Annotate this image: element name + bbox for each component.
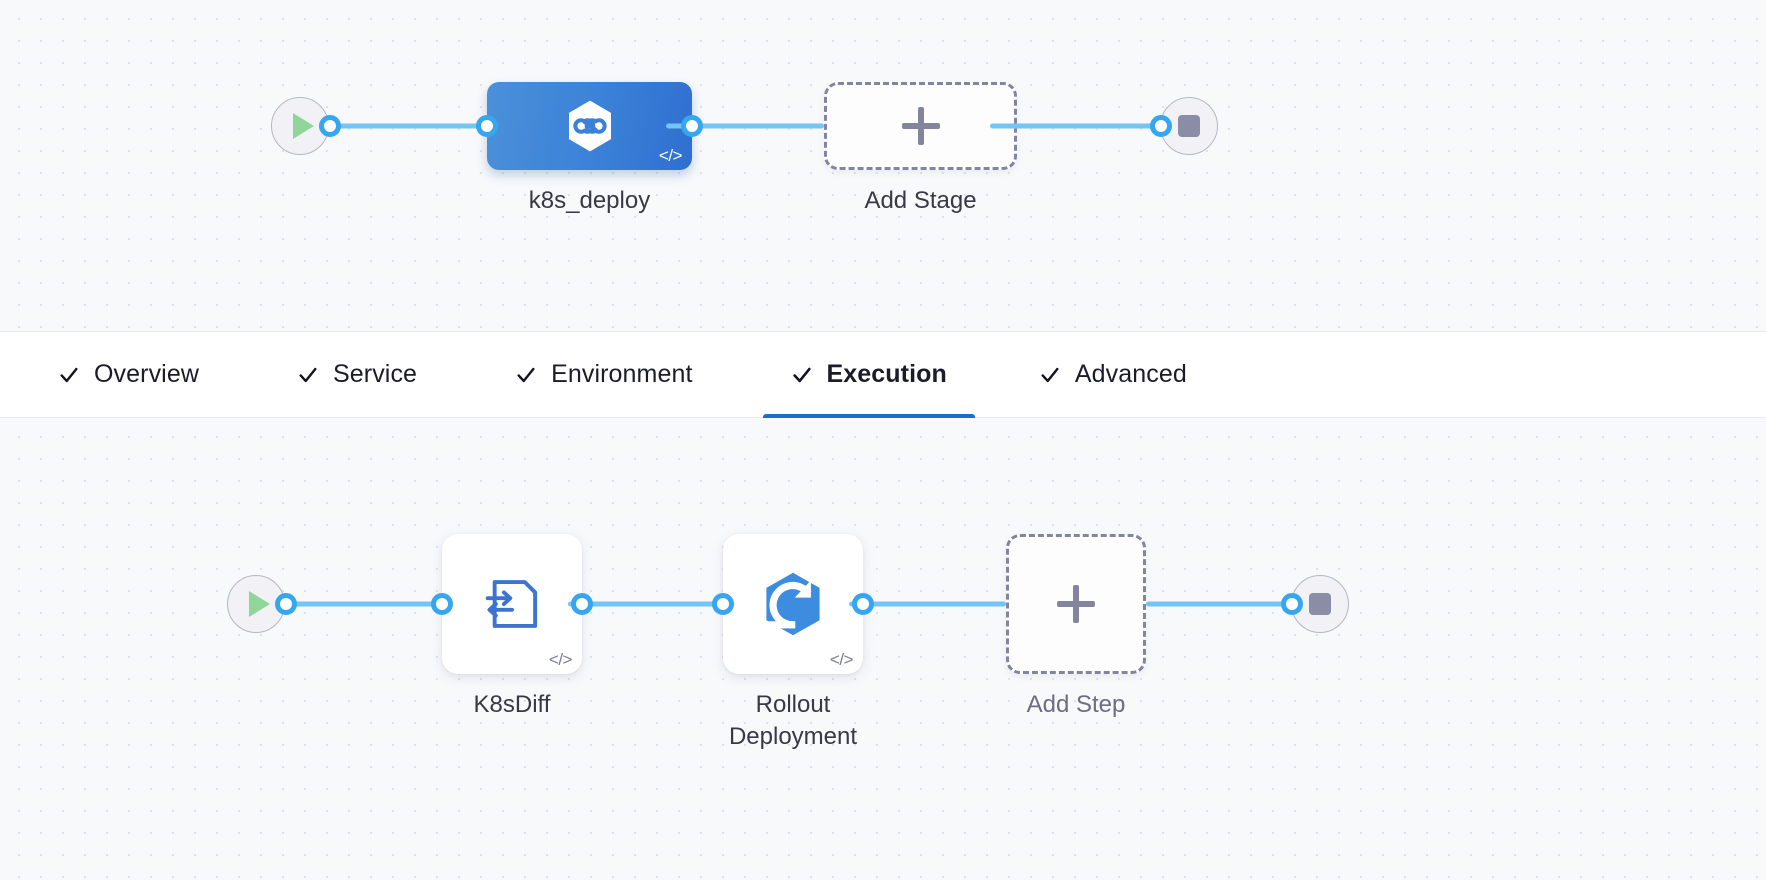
code-badge-icon: </> [829, 650, 854, 669]
stop-icon [1309, 593, 1331, 615]
connector-add-stage-to-end [990, 123, 1160, 129]
check-icon [1039, 364, 1061, 386]
connector-dot-end-in[interactable] [1150, 115, 1172, 137]
tab-overview[interactable]: Overview [30, 331, 227, 418]
connector-dot-k8sdiff-out[interactable] [571, 593, 593, 615]
start-terminal-circle[interactable] [271, 97, 341, 155]
stage-node-k8s-deploy[interactable]: </> k8s_deploy [476, 82, 703, 217]
check-icon [58, 364, 80, 386]
add-step-label: Add Step [1026, 691, 1126, 718]
plus-icon [901, 107, 940, 145]
start-terminal-circle[interactable] [227, 575, 297, 633]
step-label-k8sdiff: K8sDiff [473, 691, 551, 718]
stop-icon [1178, 115, 1200, 137]
stage-config-tabs[interactable]: Overview Service Environment Execution A [0, 331, 1766, 419]
play-icon [292, 113, 314, 139]
tab-label: Overview [94, 360, 199, 388]
check-icon [791, 364, 813, 386]
stage-end-node[interactable] [1150, 97, 1218, 155]
check-icon [297, 364, 319, 386]
rollout-deployment-hexagon-icon [766, 572, 820, 636]
connector-dot-k8s-deploy-in[interactable] [476, 115, 498, 137]
harness-cd-hexagon-icon [568, 100, 611, 152]
connector-dot-start-out[interactable] [275, 593, 297, 615]
tab-label: Execution [826, 360, 947, 388]
tab-environment[interactable]: Environment [487, 331, 720, 418]
connector-dot-start-out[interactable] [319, 115, 341, 137]
code-badge-icon: </> [548, 650, 573, 669]
stage-start-node[interactable] [271, 97, 341, 155]
connector-dot-end-in[interactable] [1281, 593, 1303, 615]
connector-rollout-to-add-step [849, 601, 1006, 607]
step-card[interactable]: </> [431, 534, 593, 674]
connector-start-to-k8sdiff [285, 601, 445, 607]
connector-dot-rollout-in[interactable] [712, 593, 734, 615]
connector-k8sdiff-to-rollout [568, 601, 726, 607]
connector-dot-k8s-deploy-out[interactable] [681, 115, 703, 137]
add-stage-node[interactable]: Add Stage [824, 82, 1017, 217]
step-end-node[interactable] [1281, 575, 1349, 633]
end-terminal-circle[interactable] [1150, 97, 1218, 155]
step-node-rollout-deployment[interactable]: </> Rollout Deployment [712, 534, 874, 754]
tab-label: Service [333, 360, 418, 388]
step-label-rollout-deployment: Rollout Deployment [728, 691, 858, 751]
add-step-node[interactable]: Add Step [1006, 534, 1146, 721]
add-stage-button[interactable] [824, 82, 1017, 170]
tab-service[interactable]: Service [269, 331, 445, 418]
stage-card[interactable]: </> [476, 82, 703, 170]
tab-execution[interactable]: Execution [762, 331, 976, 419]
tab-label: Advanced [1074, 360, 1187, 388]
k8s-diff-document-icon [485, 580, 538, 628]
stage-label-k8s-deploy: k8s_deploy [528, 187, 651, 214]
connector-dot-k8sdiff-in[interactable] [431, 593, 453, 615]
stage-graph-canvas[interactable]: </> k8s_deploy Add Stage [0, 0, 1766, 331]
execution-steps-canvas[interactable]: </> K8sDiff </> Rollout Deployment [0, 418, 1766, 880]
connector-add-step-to-end [1146, 601, 1291, 607]
code-badge-icon: </> [658, 146, 683, 165]
tab-advanced[interactable]: Advanced [1011, 331, 1215, 418]
add-stage-label: Add Stage [864, 187, 977, 214]
connector-k8s-deploy-to-add-stage [666, 123, 824, 129]
connector-dot-rollout-out[interactable] [852, 593, 874, 615]
step-node-k8sdiff[interactable]: </> K8sDiff [431, 534, 593, 721]
step-start-node[interactable] [227, 575, 297, 633]
connector-start-to-k8s-deploy [330, 123, 490, 129]
step-card[interactable]: </> [712, 534, 874, 674]
end-terminal-circle[interactable] [1281, 575, 1349, 633]
tab-label: Environment [551, 360, 693, 388]
check-icon [515, 364, 537, 386]
add-step-button[interactable] [1006, 534, 1146, 674]
plus-icon [1057, 585, 1095, 623]
play-icon [248, 591, 270, 617]
